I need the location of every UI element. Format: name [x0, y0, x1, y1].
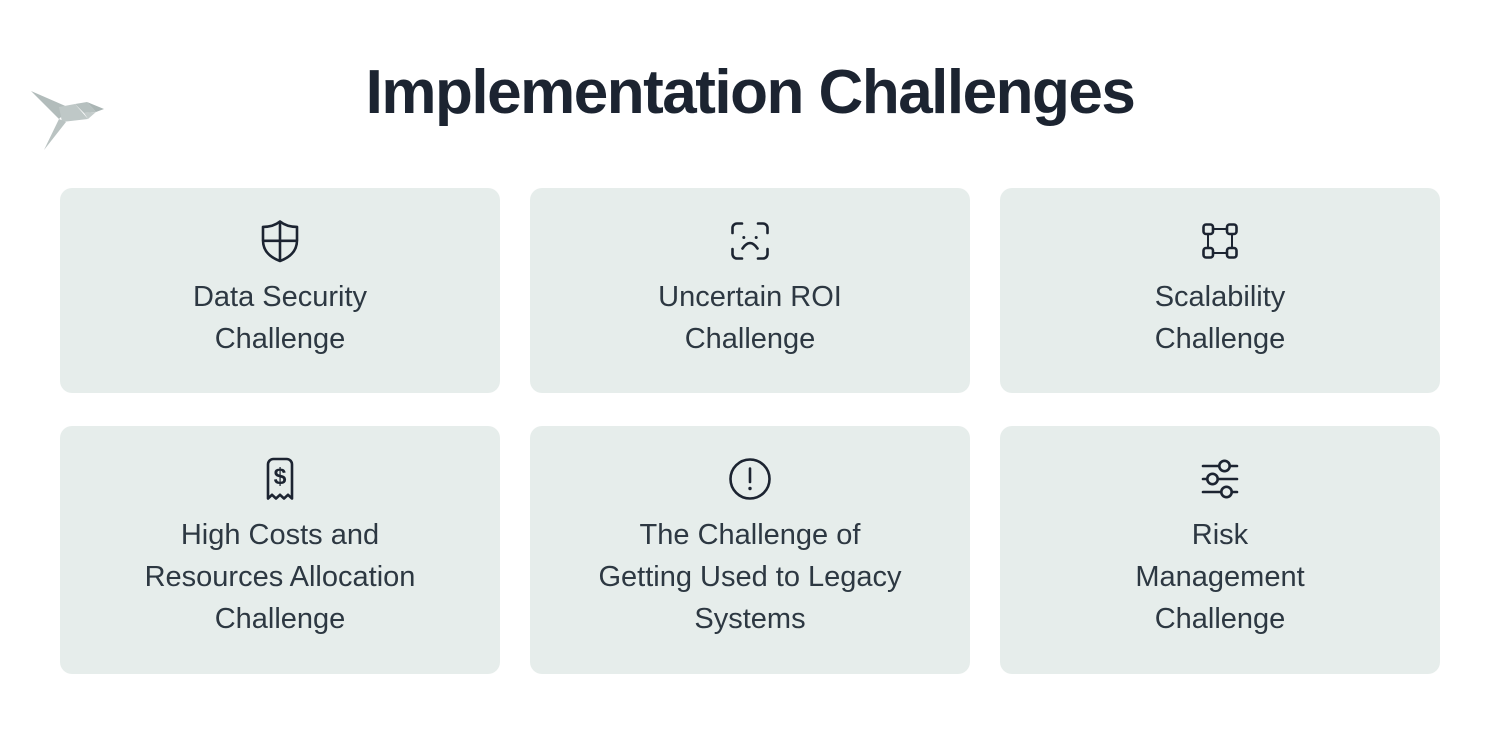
transform-box-icon: [1196, 217, 1244, 265]
card-label: Uncertain ROI Challenge: [658, 281, 842, 355]
card-label: The Challenge of Getting Used to Legacy …: [598, 519, 902, 635]
receipt-dollar-icon: $: [256, 455, 304, 503]
origami-bird-icon: [31, 91, 104, 150]
card-label: Data Security Challenge: [192, 281, 368, 355]
svg-text:$: $: [274, 464, 287, 490]
face-scan-sad-icon: [726, 217, 774, 265]
card-label: High Costs and Resources Allocation Chal…: [144, 519, 416, 635]
card-high-costs: $ High Costs and Resources Allocation Ch…: [60, 426, 500, 674]
card-legacy-systems: The Challenge of Getting Used to Legacy …: [530, 426, 970, 674]
origami-bird-logo: [30, 89, 108, 153]
challenges-grid: Data Security Challenge Uncertain ROI Ch…: [60, 188, 1440, 674]
card-risk-management: Risk Management Challenge: [1000, 426, 1440, 674]
card-scalability: Scalability Challenge: [1000, 188, 1440, 393]
card-label: Risk Management Challenge: [1135, 519, 1305, 635]
card-label: Scalability Challenge: [1154, 281, 1286, 355]
card-data-security: Data Security Challenge: [60, 188, 500, 393]
card-uncertain-roi: Uncertain ROI Challenge: [530, 188, 970, 393]
page-title: Implementation Challenges: [365, 58, 1136, 127]
alert-circle-icon: [726, 455, 774, 503]
sliders-icon: [1196, 455, 1244, 503]
shield-cross-icon: [256, 217, 304, 265]
